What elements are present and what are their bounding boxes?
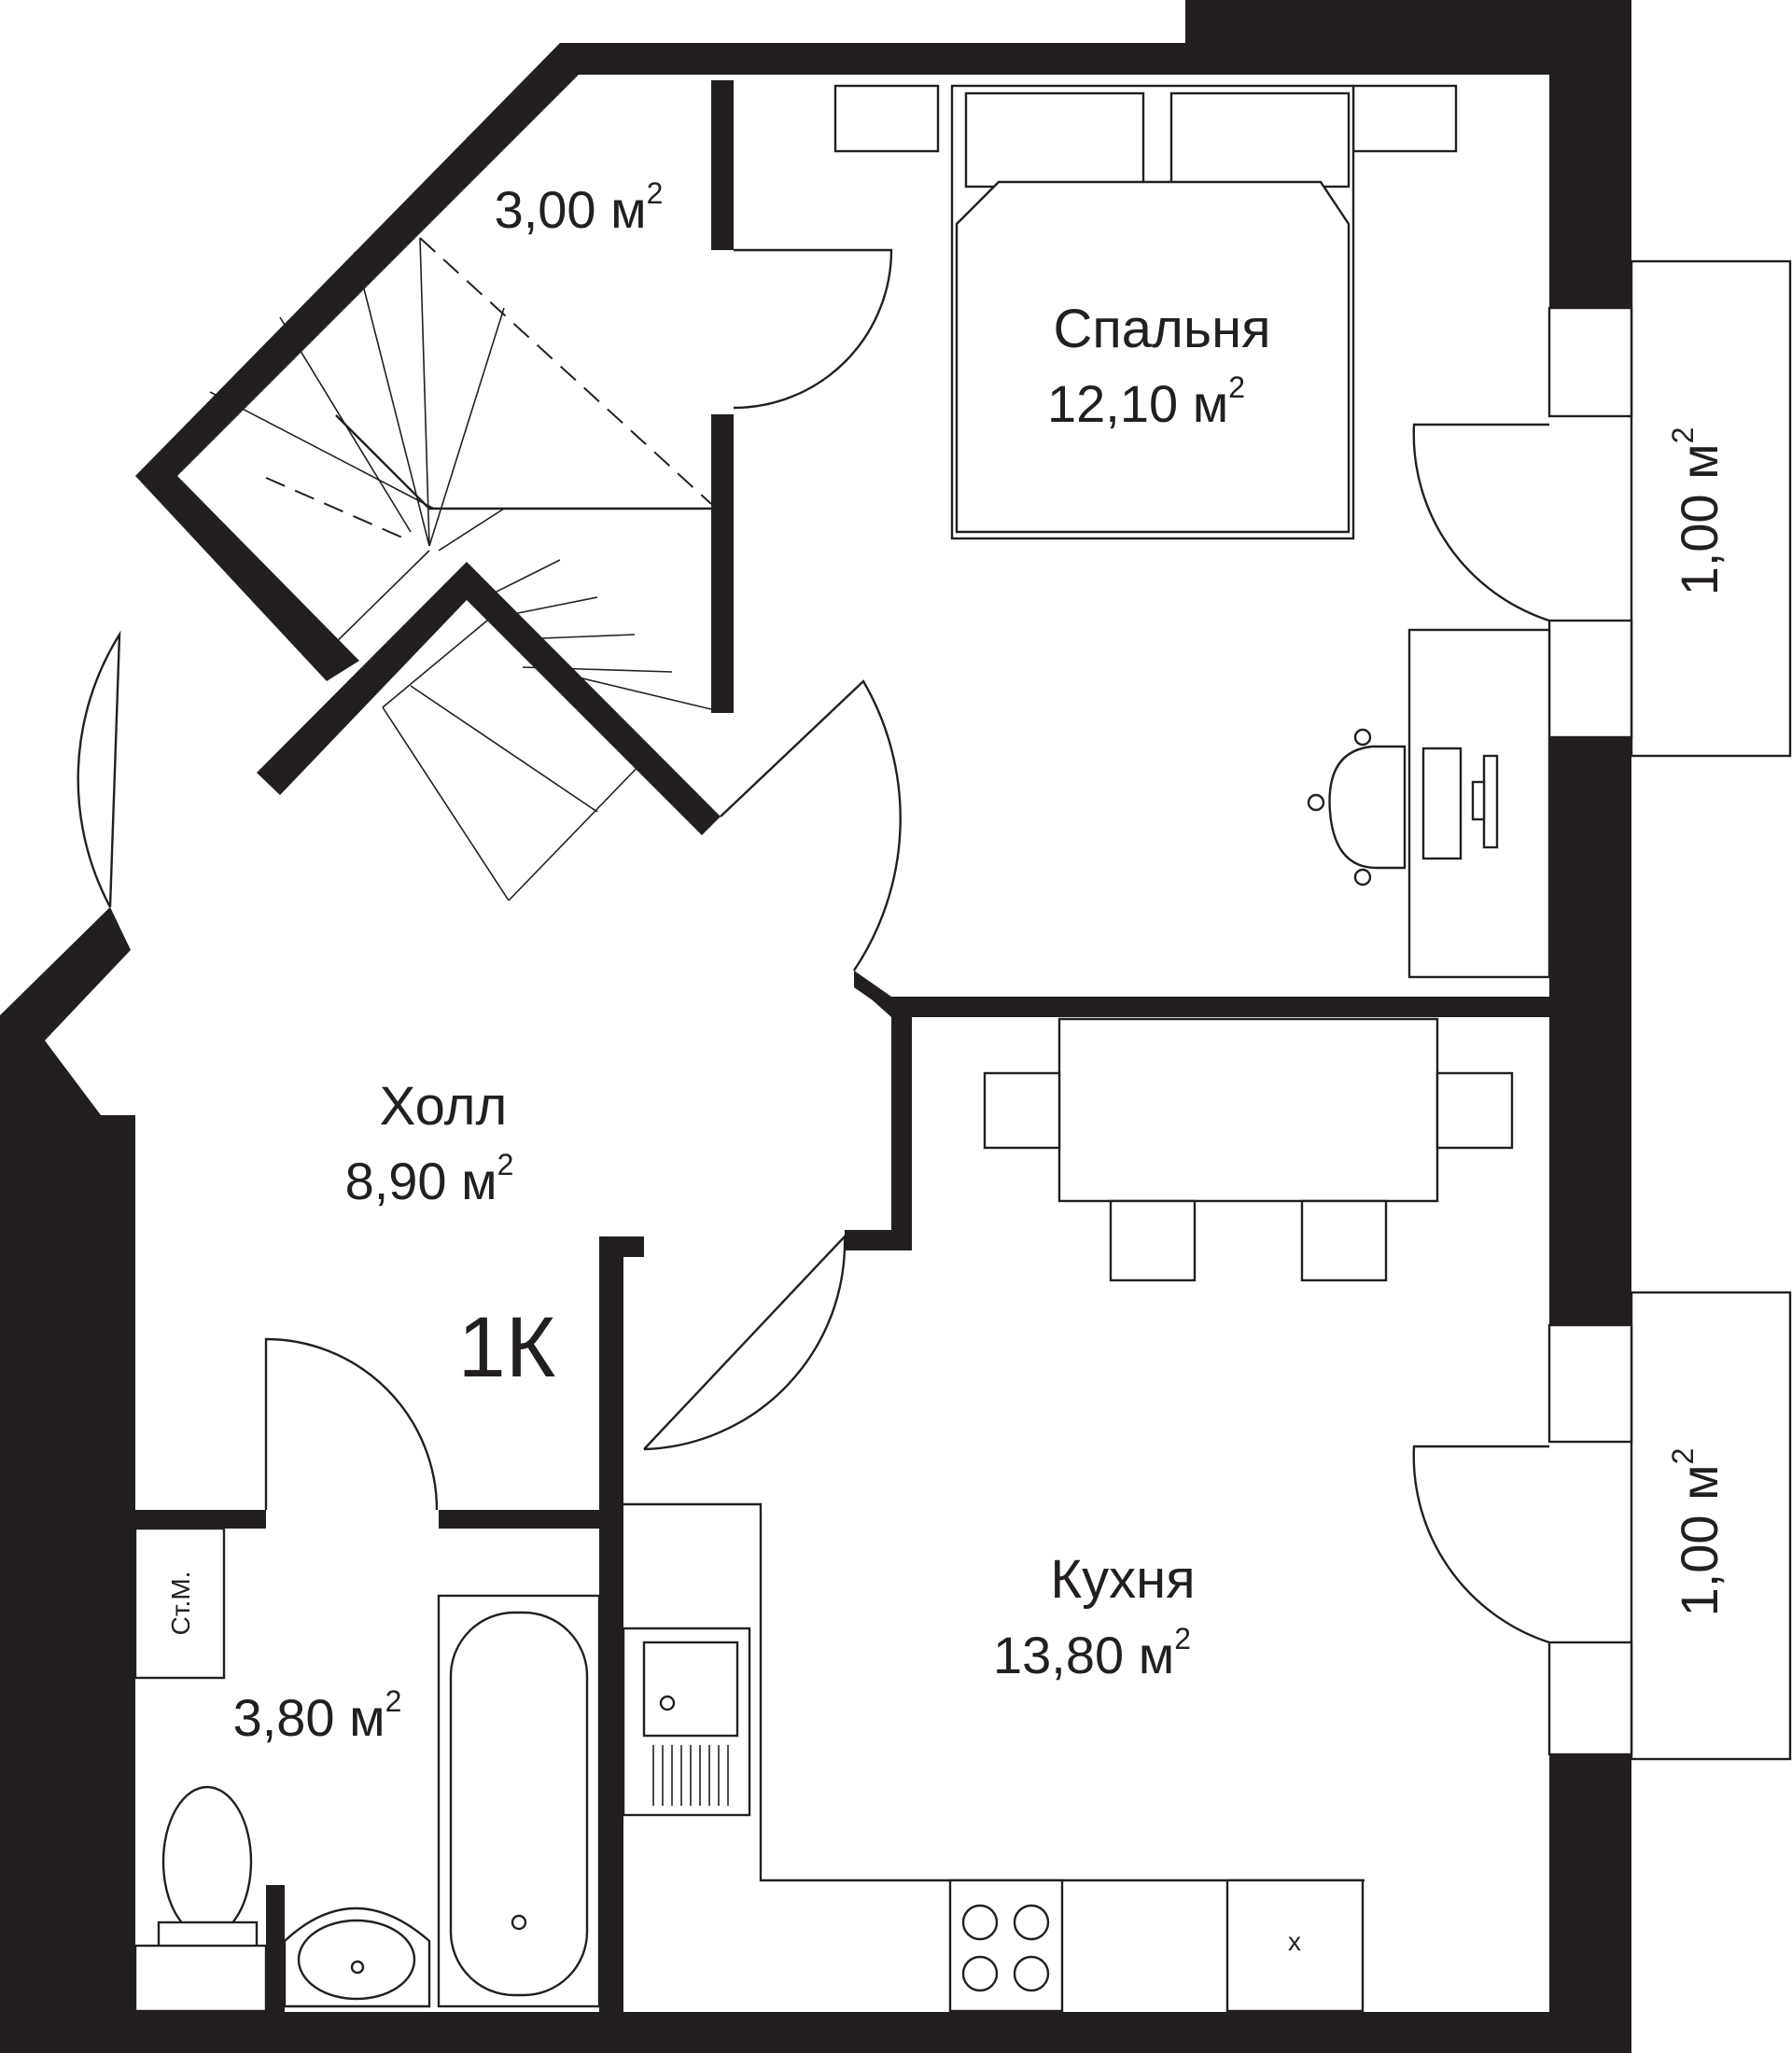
keyboard (1421, 747, 1463, 860)
wall-right-mid (1549, 737, 1631, 1325)
pillow-right (1169, 91, 1351, 189)
monitor (1482, 754, 1499, 849)
toilet-bowl (161, 1785, 253, 1938)
monitor-stand (1471, 780, 1486, 821)
door-hall-entry[interactable] (77, 630, 121, 908)
balcony-top-outline (1630, 259, 1792, 758)
chair-bottom-left (1109, 1199, 1197, 1282)
nightstand-left (833, 84, 940, 153)
wall-hall-kitchen-corner (845, 971, 912, 1250)
wall-bath-top-right (439, 1510, 599, 1529)
washing-machine-label: Ст.М. (166, 1571, 195, 1636)
window-top-a (1547, 306, 1633, 418)
chair-right (1435, 1071, 1514, 1150)
drain-board (652, 1745, 729, 1806)
fridge (1225, 1878, 1365, 2013)
wall-hall-kitchen (599, 1236, 623, 2012)
sink-basin (642, 1641, 739, 1738)
chair-left (983, 1071, 1061, 1150)
bedroom-furniture (833, 84, 1551, 979)
window-top-b (1547, 619, 1633, 739)
stair-outline (335, 414, 711, 510)
balconies (1547, 259, 1792, 1761)
dining-table (1057, 1017, 1439, 1203)
wall-left-lower (101, 1115, 135, 2053)
door-balcony-bottom[interactable] (1412, 1445, 1550, 1644)
wall-bath-small (266, 1885, 285, 2012)
fridge-label: х (1288, 1927, 1301, 1956)
door-bedroom[interactable] (720, 679, 902, 971)
hall-area: 8,90 м2 (345, 1148, 514, 1210)
wall-bed-kitchen (891, 997, 1549, 1017)
office-chair (1328, 745, 1407, 870)
staircase (209, 237, 712, 901)
stair-area: 3,00 м2 (495, 176, 664, 239)
bathroom-area: 3,80 м2 (233, 1684, 402, 1747)
bath-shelf (133, 1944, 268, 2013)
window-bottom-b (1547, 1641, 1633, 1756)
wall-top-left-diagonal (135, 0, 1631, 681)
bedroom-area: 12,10 м2 (1047, 370, 1245, 433)
bathroom-fixtures: Ст.М. (133, 1527, 601, 2013)
balcony-top-area: 1,00 м2 (1666, 427, 1729, 596)
wall-bottom (135, 2012, 1631, 2053)
kitchen-furniture: х (622, 1017, 1514, 2013)
balcony-bottom-area: 1,00 м2 (1666, 1448, 1729, 1617)
pillow-left (964, 91, 1145, 189)
wash-basin (283, 1906, 431, 2008)
walls (0, 0, 1631, 2053)
doors (77, 248, 1550, 1644)
wall-stair-right-top (711, 80, 734, 250)
window-bottom-a (1547, 1323, 1633, 1444)
unit-label: 1К (458, 1300, 556, 1395)
door-kitchen[interactable] (643, 1234, 847, 1451)
kitchen-name: Кухня (1050, 1549, 1195, 1610)
stove (948, 1878, 1064, 2013)
door-bathroom[interactable] (264, 1337, 439, 1511)
blanket (955, 180, 1351, 534)
wall-bath-top-left (135, 1510, 266, 1529)
wall-hall-kitchen-cap (599, 1236, 644, 1257)
hall-name: Холл (380, 1076, 508, 1137)
bedroom-name: Спальня (1053, 299, 1270, 359)
nightstand-right (1351, 84, 1458, 153)
wall-right-upper (1549, 75, 1631, 308)
wall-right-lower (1549, 1754, 1631, 2053)
wall-stair-inner (257, 562, 721, 835)
bathtub-inner (449, 1611, 589, 1997)
room-labels: Спальня 12,10 м2 Холл 8,90 м2 Кухня 13,8… (233, 176, 1729, 1747)
balcony-bottom-outline (1630, 1291, 1792, 1761)
door-stair[interactable] (733, 248, 893, 410)
door-balcony-top[interactable] (1412, 423, 1550, 622)
chair-bottom-right (1300, 1199, 1388, 1282)
washing-machine (133, 1527, 226, 1680)
wall-stair-right-bot (711, 414, 734, 713)
kitchen-area: 13,80 м2 (993, 1622, 1191, 1684)
